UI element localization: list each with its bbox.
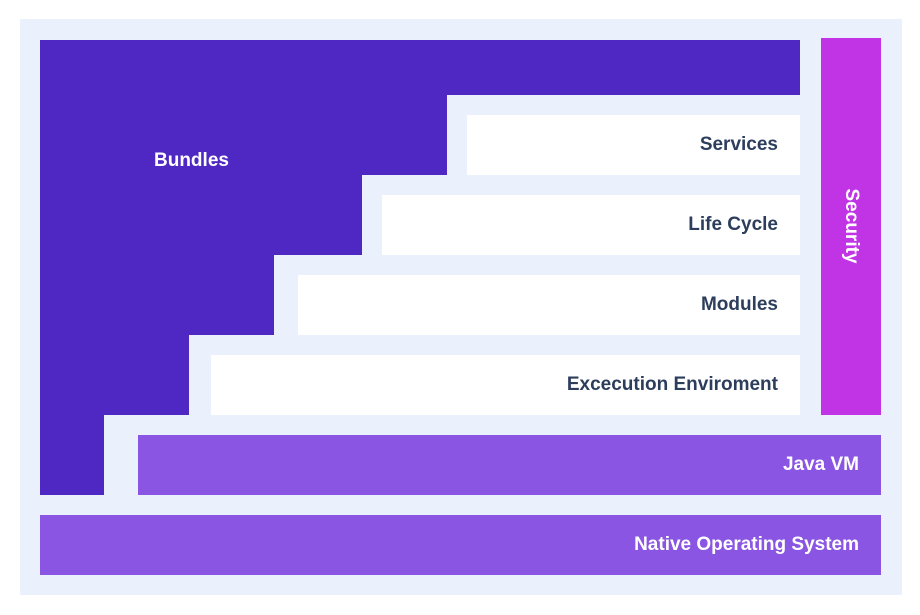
- java-vm-label: Java VM: [782, 454, 859, 475]
- modules-layer: Modules: [298, 275, 800, 335]
- java-vm-layer: Java VM: [138, 435, 881, 495]
- life-cycle-label: Life Cycle: [688, 214, 778, 235]
- execution-environment-label: Excecution Enviroment: [566, 374, 778, 395]
- bundles-shape: [40, 40, 800, 495]
- security-layer: [821, 38, 881, 415]
- services-layer: Services: [467, 115, 800, 175]
- life-cycle-layer: Life Cycle: [382, 195, 800, 255]
- modules-label: Modules: [700, 294, 778, 315]
- native-os-layer: Native Operating System: [40, 515, 881, 575]
- services-label: Services: [699, 134, 778, 155]
- execution-environment-layer: Excecution Enviroment: [211, 355, 800, 415]
- security-label: Security: [841, 188, 862, 264]
- native-os-label: Native Operating System: [634, 534, 859, 555]
- bundles-label: Bundles: [154, 150, 229, 171]
